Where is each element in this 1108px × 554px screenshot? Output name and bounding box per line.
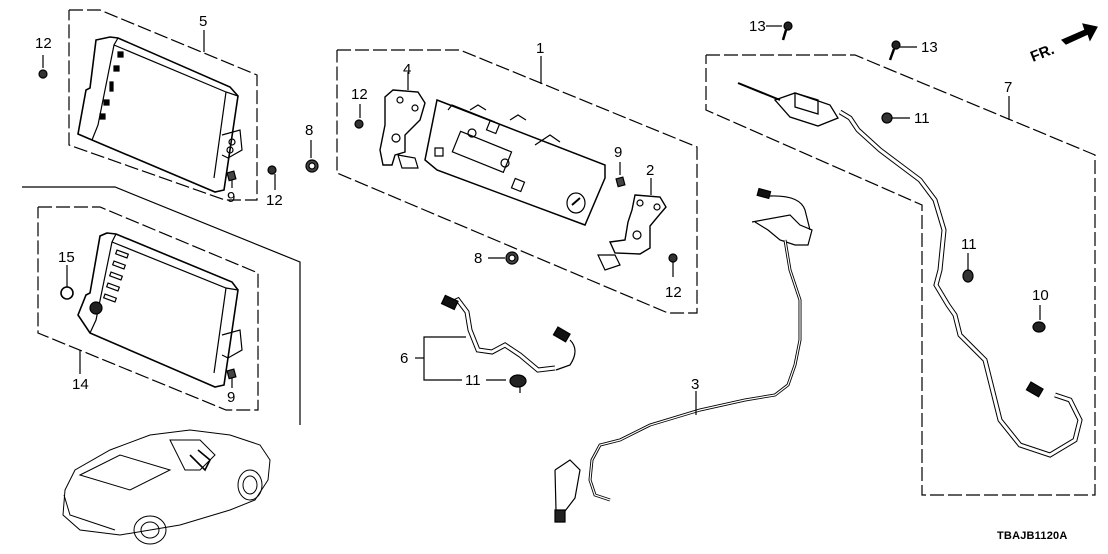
callout-13[interactable]: 13 [749,18,766,35]
display-unit-14 [78,233,242,387]
screw-12-d [669,254,677,277]
separator-line [22,187,300,425]
callout-10[interactable]: 10 [1032,287,1049,304]
group-1-frame [337,50,697,313]
diagram-code: TBAJB1120A [997,530,1068,542]
front-direction-arrow-icon [1062,24,1097,44]
callout-8[interactable]: 8 [474,250,483,267]
clip-11-b [486,375,526,393]
wire-harness-6 [442,295,575,370]
callout-3[interactable]: 3 [691,376,700,393]
screw-12-b [268,166,276,190]
callout-15[interactable]: 15 [58,249,75,266]
bracket-4 [380,72,425,168]
callout-2[interactable]: 2 [646,162,655,179]
callout-5[interactable]: 5 [199,13,208,30]
antenna-assembly-7 [738,83,1080,455]
clip-11-c [963,253,973,282]
grommet-8-b [488,252,518,264]
callout-12[interactable]: 12 [351,86,368,103]
callout-6[interactable]: 6 [400,350,409,367]
callout-12[interactable]: 12 [35,35,52,52]
callout-11[interactable]: 11 [914,110,930,127]
callout-9[interactable]: 9 [614,144,623,161]
feeder-cable-3 [555,189,812,522]
screw-12-a [39,55,47,78]
clip-10 [1033,305,1045,332]
vehicle-location-illustration [63,430,270,544]
group-5-frame [69,10,257,200]
callout-14[interactable]: 14 [72,376,89,393]
callout-12[interactable]: 12 [665,284,682,301]
callout-9[interactable]: 9 [227,389,236,406]
group-7-frame [706,55,1095,495]
callout-7[interactable]: 7 [1004,79,1013,96]
group-14-frame [38,207,258,410]
tapping-screw-13-a [766,22,792,40]
chassis-1 [425,100,605,225]
callout-12[interactable]: 12 [266,192,283,209]
callout-13[interactable]: 13 [921,39,938,56]
spacer-9-b [616,162,625,187]
tapping-screw-13-b [890,41,917,60]
grommet-8-a [306,140,318,172]
callout-1[interactable]: 1 [536,40,545,57]
display-unit-5 [78,37,242,192]
callout-9[interactable]: 9 [227,189,236,206]
spacer-9-c [227,369,236,388]
callout-8[interactable]: 8 [305,122,314,139]
spacer-9-a [227,171,236,188]
clip-11-a [882,113,910,123]
bracket-6-leader [415,337,466,380]
cap-15 [61,265,73,299]
callout-11[interactable]: 11 [961,236,977,253]
callout-4[interactable]: 4 [403,61,412,78]
bracket-2 [598,178,666,270]
callout-11[interactable]: 11 [465,372,481,389]
screw-12-c [355,104,363,128]
